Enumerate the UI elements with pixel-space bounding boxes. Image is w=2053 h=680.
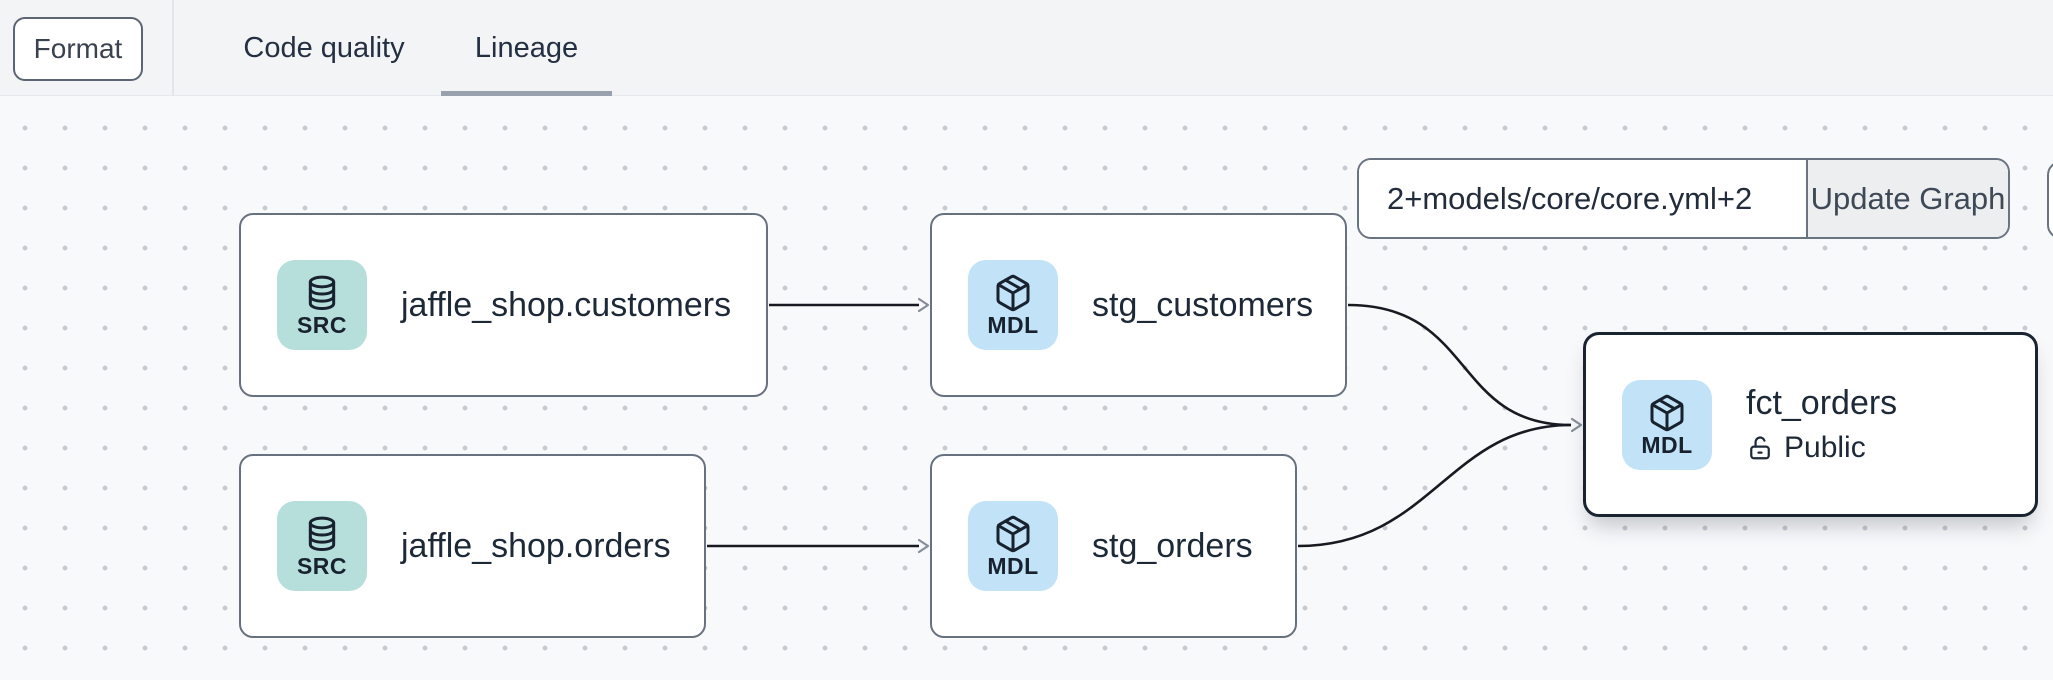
badge-label: SRC <box>296 312 348 338</box>
lineage-node-stg-customers[interactable]: MDL stg_customers <box>930 213 1347 397</box>
update-graph-button[interactable]: Update Graph <box>1806 160 2008 237</box>
format-button[interactable]: Format <box>13 17 143 81</box>
source-badge: SRC <box>277 260 367 350</box>
badge-label: SRC <box>296 553 348 579</box>
cube-icon <box>1650 394 1684 431</box>
lineage-node-jaffle-shop-orders[interactable]: SRC jaffle_shop.orders <box>239 454 706 638</box>
topbar-divider <box>172 0 174 96</box>
source-badge: SRC <box>277 501 367 591</box>
clipped-right-control[interactable] <box>2047 161 2053 239</box>
cube-icon <box>996 274 1030 312</box>
access-label: Public <box>1784 431 1866 464</box>
badge-label: MDL <box>987 553 1039 579</box>
tab-code-quality[interactable]: Code quality <box>243 31 405 64</box>
tab-lineage[interactable]: Lineage <box>441 0 612 96</box>
node-label: jaffle_shop.orders <box>401 526 671 565</box>
lineage-selector-input[interactable] <box>1359 160 1806 237</box>
database-icon <box>308 516 336 551</box>
model-badge: MDL <box>1622 379 1712 470</box>
badge-label: MDL <box>1641 431 1693 458</box>
edge-stgcustomers-to-fct <box>1347 303 1572 427</box>
database-icon <box>308 275 336 310</box>
arrowhead-icon <box>917 297 930 313</box>
lock-open-icon <box>1750 436 1770 460</box>
lineage-node-fct-orders[interactable]: MDL fct_orders Public <box>1583 332 2038 517</box>
arrowhead-icon <box>917 538 930 554</box>
model-badge: MDL <box>968 501 1058 591</box>
node-label: jaffle_shop.customers <box>401 285 732 324</box>
node-label: fct_orders <box>1746 384 1898 422</box>
lineage-selector-group: Update Graph <box>1357 158 2010 239</box>
arrowhead-icon <box>1570 417 1583 433</box>
node-access-row: Public <box>1746 431 1897 465</box>
badge-label: MDL <box>987 312 1039 338</box>
node-label: stg_customers <box>1092 285 1314 324</box>
lineage-node-jaffle-shop-customers[interactable]: SRC jaffle_shop.customers <box>239 213 768 397</box>
node-label: stg_orders <box>1092 526 1253 565</box>
model-badge: MDL <box>968 260 1058 350</box>
lineage-canvas[interactable]: SRC jaffle_shop.customers MDL stg_custom… <box>0 96 2053 680</box>
editor-topbar: Format Code quality Lineage <box>0 0 2053 96</box>
lineage-node-stg-orders[interactable]: MDL stg_orders <box>930 454 1297 638</box>
lineage-edges <box>707 297 1583 554</box>
edge-stgorders-to-fct <box>1297 423 1572 548</box>
cube-icon <box>996 515 1030 553</box>
